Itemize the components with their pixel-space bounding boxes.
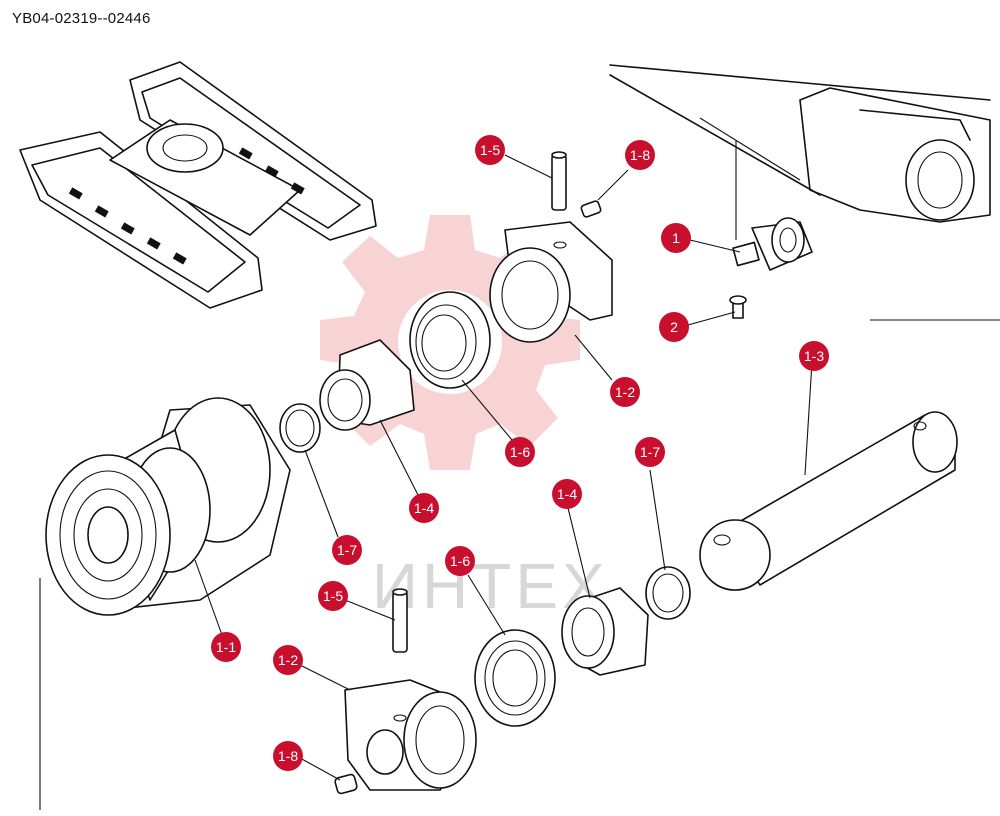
leader-lines — [194, 154, 813, 781]
plug-1-8-top-illustration — [580, 200, 602, 218]
callout-1-5-top[interactable]: 1-5 — [475, 135, 505, 165]
svg-text:1-5: 1-5 — [323, 588, 343, 604]
plug-1-8-bottom-illustration — [334, 773, 358, 795]
callout-1-2-top[interactable]: 1-2 — [610, 377, 640, 407]
callout-1-6-bottom[interactable]: 1-6 — [445, 546, 475, 576]
shaft-1-3-illustration — [699, 411, 958, 591]
seal-1-6-bottom-illustration — [474, 629, 556, 727]
seal-1-6-top-illustration — [409, 291, 491, 389]
svg-text:1-5: 1-5 — [480, 142, 500, 158]
watermark-text: ИНТЕХ — [372, 550, 609, 622]
svg-text:2: 2 — [670, 319, 678, 335]
svg-text:1-6: 1-6 — [510, 444, 530, 460]
collar-1-2-bottom-illustration — [344, 679, 477, 791]
callout-1[interactable]: 1 — [661, 223, 691, 253]
callout-1-2-bottom[interactable]: 1-2 — [273, 645, 303, 675]
callout-1-7-left[interactable]: 1-7 — [332, 535, 362, 565]
o-ring-1-7-left-illustration — [279, 403, 321, 453]
svg-text:1-8: 1-8 — [278, 748, 298, 764]
svg-text:1-1: 1-1 — [216, 639, 236, 655]
callout-1-8-top[interactable]: 1-8 — [625, 140, 655, 170]
pin-1-5-bottom-illustration — [392, 588, 408, 653]
bushing-1-4-top-illustration — [319, 339, 415, 431]
machine-frame-illustration — [609, 64, 1000, 321]
svg-text:1: 1 — [672, 230, 680, 246]
svg-text:1-2: 1-2 — [615, 384, 635, 400]
callout-1-7-top[interactable]: 1-7 — [635, 437, 665, 467]
svg-text:1-7: 1-7 — [640, 444, 660, 460]
svg-text:1-3: 1-3 — [804, 348, 824, 364]
o-ring-1-7-right-illustration — [645, 566, 691, 620]
callout-1-4-top[interactable]: 1-4 — [409, 493, 439, 523]
track-frame-illustration — [19, 61, 377, 309]
svg-text:1-4: 1-4 — [414, 500, 434, 516]
part-code-label: YB04-02319--02446 — [12, 10, 151, 27]
svg-text:1-4: 1-4 — [557, 486, 577, 502]
svg-text:1-6: 1-6 — [450, 553, 470, 569]
callout-1-5-bottom[interactable]: 1-5 — [318, 581, 348, 611]
callout-2[interactable]: 2 — [659, 312, 689, 342]
callout-1-3[interactable]: 1-3 — [799, 341, 829, 371]
callout-1-4-right[interactable]: 1-4 — [552, 479, 582, 509]
collar-1-2-top-illustration — [489, 221, 613, 343]
callout-1-6-top[interactable]: 1-6 — [505, 437, 535, 467]
pin-1-5-top-illustration — [551, 151, 567, 211]
bushing-1-4-right-illustration — [561, 587, 649, 676]
svg-text:1-7: 1-7 — [337, 542, 357, 558]
callout-1-8-bottom[interactable]: 1-8 — [273, 741, 303, 771]
roller-1-1-illustration — [39, 397, 291, 810]
callout-1-1[interactable]: 1-1 — [211, 632, 241, 662]
roller-assembly-1-illustration — [729, 140, 813, 319]
svg-text:1-8: 1-8 — [630, 147, 650, 163]
svg-text:1-2: 1-2 — [278, 652, 298, 668]
